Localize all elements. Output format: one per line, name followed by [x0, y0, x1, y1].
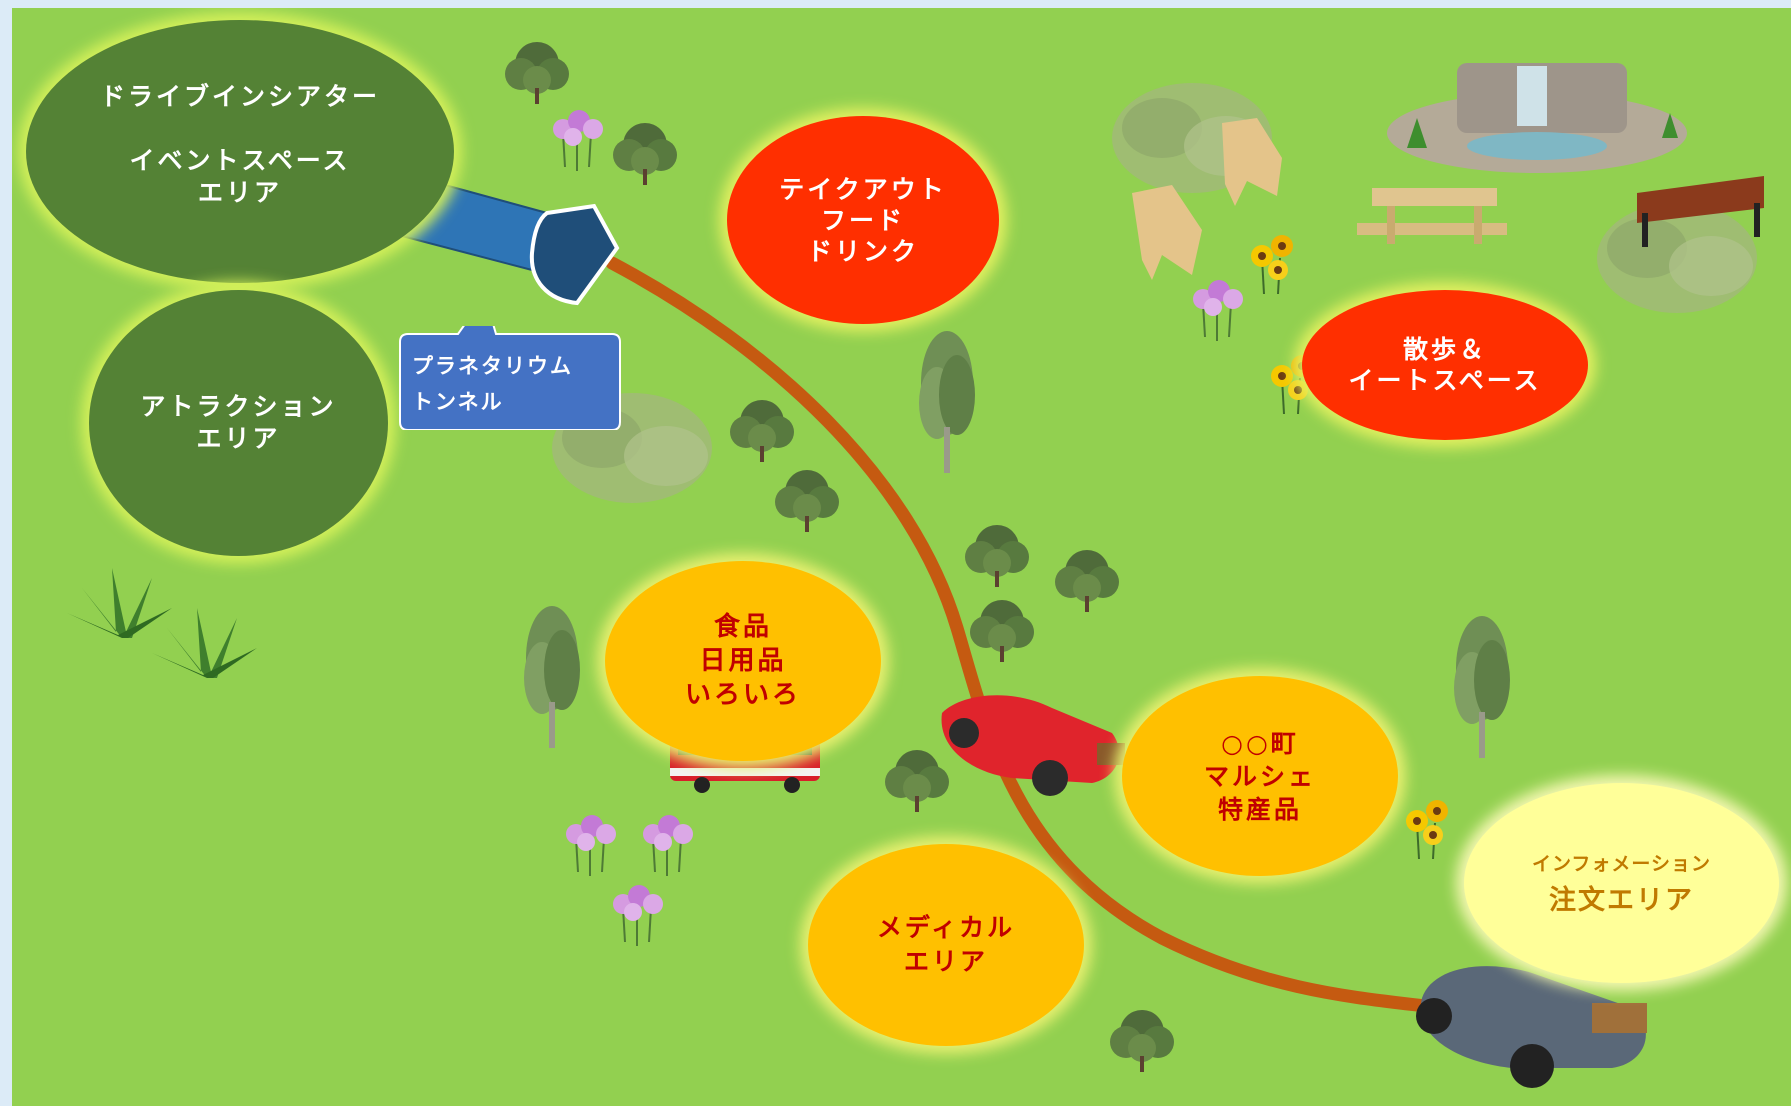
- zone-drive-in-theater[interactable]: ドライブインシアター イベントスペース エリア: [26, 20, 454, 283]
- tree-icon: [885, 750, 949, 812]
- flower-icon: [1405, 799, 1449, 860]
- zone-drive-in-theater-label: ドライブインシアター イベントスペース エリア: [99, 81, 380, 207]
- zone-attraction-label: アトラクション エリア: [140, 392, 337, 453]
- tree-icon: [1110, 1010, 1174, 1072]
- map-decorations: [67, 42, 1764, 1088]
- tree-icon: [965, 525, 1029, 587]
- red-convertible-car-icon: [941, 695, 1125, 796]
- zone-stroll-eat-space-label: 散歩＆ イートスペース: [1348, 335, 1542, 395]
- grass-tuft-icon: [152, 608, 257, 678]
- zone-medical-label: メディカル エリア: [876, 913, 1016, 976]
- zone-information-label-small: インフォメーション: [1531, 853, 1712, 875]
- flower-icon: [642, 814, 694, 877]
- tree-icon: [1055, 550, 1119, 612]
- zone-grocery[interactable]: 食品 日用品 いろいろ: [605, 561, 881, 761]
- tree-icon: [505, 42, 569, 104]
- flower-icon: [612, 884, 664, 947]
- flower-icon: [552, 109, 604, 172]
- zone-information-label-large: 注文エリア: [1549, 885, 1694, 916]
- adirondack-chair-icon: [1132, 118, 1282, 280]
- event-site-map: ドライブインシアター イベントスペース エリア アトラクション エリア テイクア…: [12, 8, 1791, 1106]
- tree-icon: [613, 123, 677, 185]
- callout-bubble-shape: [399, 326, 621, 430]
- zone-medical[interactable]: メディカル エリア: [808, 844, 1084, 1046]
- flower-icon: [1250, 234, 1294, 295]
- rock-fountain-icon: [1387, 63, 1687, 173]
- bench-icon: [1637, 176, 1764, 247]
- zone-marche-label: ○○町 マルシェ 特産品: [1203, 728, 1316, 824]
- tree-icon: [730, 400, 794, 462]
- zone-marche[interactable]: ○○町 マルシェ 特産品: [1122, 676, 1398, 876]
- flower-icon: [1192, 279, 1244, 342]
- zone-stroll-eat-space[interactable]: 散歩＆ イートスペース: [1302, 290, 1588, 440]
- picnic-table-icon: [1357, 188, 1507, 244]
- tree-icon: [970, 600, 1034, 662]
- zone-takeout[interactable]: テイクアウト フード ドリンク: [727, 116, 999, 324]
- tree-icon: [919, 331, 975, 473]
- tree-icon: [524, 606, 580, 748]
- zone-attraction[interactable]: アトラクション エリア: [89, 290, 388, 556]
- bush-icon: [1597, 203, 1757, 313]
- zone-grocery-label: 食品 日用品 いろいろ: [684, 612, 801, 710]
- tree-icon: [1454, 616, 1510, 758]
- zone-takeout-label: テイクアウト フード ドリンク: [779, 174, 947, 266]
- callout-label: プラネタリウム トンネル: [412, 354, 573, 414]
- flower-icon: [565, 814, 617, 877]
- grey-convertible-car-icon: [1416, 966, 1647, 1088]
- tree-icon: [775, 470, 839, 532]
- grass-tuft-icon: [67, 568, 172, 638]
- zone-information[interactable]: インフォメーション 注文エリア: [1464, 783, 1779, 983]
- planetarium-tunnel-callout[interactable]: プラネタリウム トンネル: [398, 326, 624, 430]
